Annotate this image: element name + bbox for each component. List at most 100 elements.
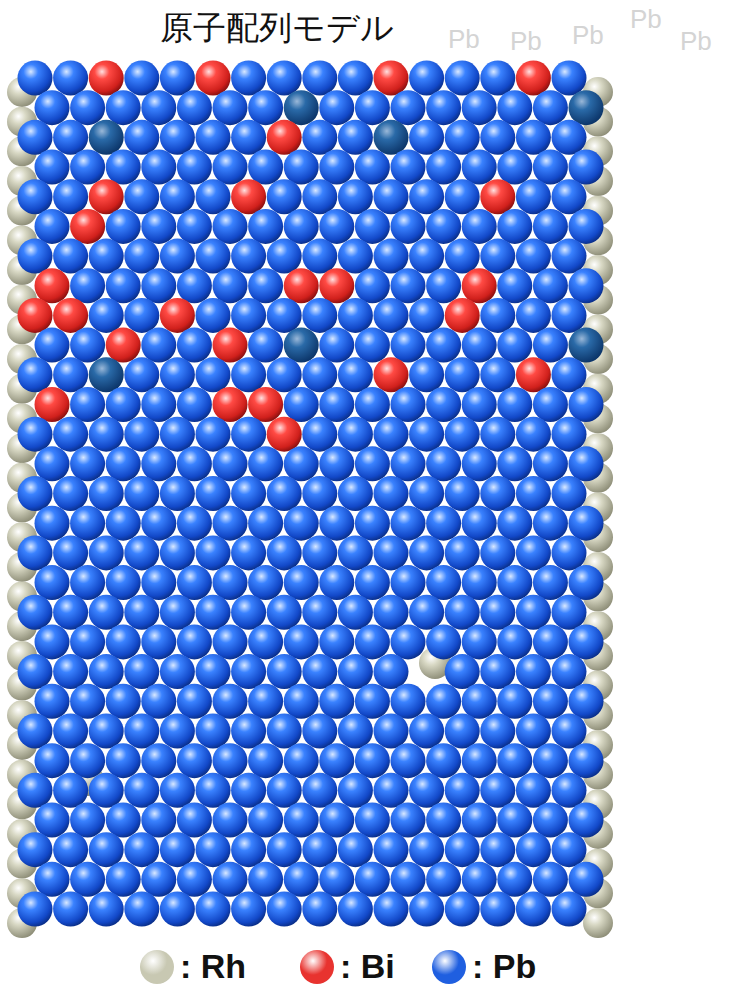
pb-atom bbox=[480, 357, 515, 392]
pb-atom bbox=[248, 803, 283, 838]
pb-atom bbox=[18, 832, 53, 867]
legend-text: : Pb bbox=[472, 947, 536, 986]
legend-swatch bbox=[432, 950, 466, 984]
pb-atom bbox=[106, 506, 141, 541]
pb-atom bbox=[302, 595, 337, 630]
pb-atom bbox=[35, 446, 70, 481]
pb-atom bbox=[213, 209, 248, 244]
pb-atom bbox=[391, 268, 426, 303]
pb-atom bbox=[302, 239, 337, 274]
pb-atom bbox=[284, 684, 319, 719]
bi-atom bbox=[267, 120, 302, 155]
bi-atom bbox=[284, 268, 319, 303]
pb-atom bbox=[319, 565, 354, 600]
pb-atom bbox=[35, 90, 70, 125]
pb-atom bbox=[213, 803, 248, 838]
pb-atom bbox=[141, 684, 176, 719]
pb-atom bbox=[106, 387, 141, 422]
pb-atom bbox=[89, 832, 124, 867]
pb-atom bbox=[106, 862, 141, 897]
pb-atom bbox=[284, 150, 319, 185]
pb-atom bbox=[213, 150, 248, 185]
pb-atom bbox=[89, 239, 124, 274]
pb-atom bbox=[106, 150, 141, 185]
pb-atom bbox=[391, 209, 426, 244]
pb-atom bbox=[497, 862, 532, 897]
pb-atom bbox=[426, 150, 461, 185]
pb-atom bbox=[124, 892, 159, 927]
ghost-label: Pb bbox=[680, 26, 712, 57]
pb-atom bbox=[409, 298, 444, 333]
pb-atom bbox=[284, 446, 319, 481]
pb-atom bbox=[141, 624, 176, 659]
pb-atom bbox=[426, 743, 461, 778]
pb-atom bbox=[445, 239, 480, 274]
pb-atom bbox=[552, 654, 587, 689]
pb-atom bbox=[213, 743, 248, 778]
pb-atom bbox=[533, 743, 568, 778]
pb-atom bbox=[248, 150, 283, 185]
pb-atom bbox=[141, 743, 176, 778]
pb-atom bbox=[569, 209, 604, 244]
legend-item: : Bi bbox=[300, 947, 395, 986]
pb-atom bbox=[213, 446, 248, 481]
pb-atom bbox=[355, 506, 390, 541]
pb-atom bbox=[319, 150, 354, 185]
pb-atom bbox=[462, 684, 497, 719]
pb-atom bbox=[445, 357, 480, 392]
pb-atom bbox=[480, 476, 515, 511]
pb-atom bbox=[124, 298, 159, 333]
pb-atom bbox=[53, 535, 88, 570]
pb-atom bbox=[319, 684, 354, 719]
pb-atom bbox=[160, 832, 195, 867]
pb-atom bbox=[355, 90, 390, 125]
pb-atom bbox=[302, 61, 337, 96]
bi-atom bbox=[53, 298, 88, 333]
pb-atom bbox=[70, 150, 105, 185]
pb-atom bbox=[196, 654, 231, 689]
pb-atom bbox=[53, 239, 88, 274]
pb-atom bbox=[196, 535, 231, 570]
pb-atom bbox=[231, 120, 266, 155]
pb-atom bbox=[267, 892, 302, 927]
pb-atom bbox=[70, 624, 105, 659]
pb-atom bbox=[160, 654, 195, 689]
pb-atom bbox=[302, 535, 337, 570]
pb-atom bbox=[445, 61, 480, 96]
pb-atom bbox=[445, 713, 480, 748]
pb-atom bbox=[213, 624, 248, 659]
pb-atom bbox=[267, 773, 302, 808]
pb-atom bbox=[248, 90, 283, 125]
pb-atom bbox=[497, 209, 532, 244]
bi-atom bbox=[462, 268, 497, 303]
pb-atom bbox=[124, 713, 159, 748]
pb-atom bbox=[480, 713, 515, 748]
pb-atom bbox=[160, 713, 195, 748]
pb-atom bbox=[35, 684, 70, 719]
pb-atom bbox=[18, 179, 53, 214]
pb-atom bbox=[569, 862, 604, 897]
pb-atom bbox=[160, 773, 195, 808]
pb-atom bbox=[213, 90, 248, 125]
pb-atom bbox=[319, 624, 354, 659]
pb-atom bbox=[53, 357, 88, 392]
pb-atom bbox=[569, 150, 604, 185]
pb-atom bbox=[231, 476, 266, 511]
pb-atom bbox=[374, 535, 409, 570]
pb-atom bbox=[569, 565, 604, 600]
pb-atom bbox=[497, 684, 532, 719]
pb-atom bbox=[497, 446, 532, 481]
pb-atom bbox=[319, 506, 354, 541]
pb-atom bbox=[106, 624, 141, 659]
pb-atom bbox=[248, 862, 283, 897]
pb-atom bbox=[89, 535, 124, 570]
pb-atom bbox=[516, 298, 551, 333]
pb-atom bbox=[569, 387, 604, 422]
pb-atom bbox=[355, 565, 390, 600]
bi-atom bbox=[213, 387, 248, 422]
pb-atom bbox=[70, 446, 105, 481]
pb-atom bbox=[53, 417, 88, 452]
pb-atom bbox=[338, 713, 373, 748]
pb-atom bbox=[426, 209, 461, 244]
pb-atom bbox=[213, 268, 248, 303]
